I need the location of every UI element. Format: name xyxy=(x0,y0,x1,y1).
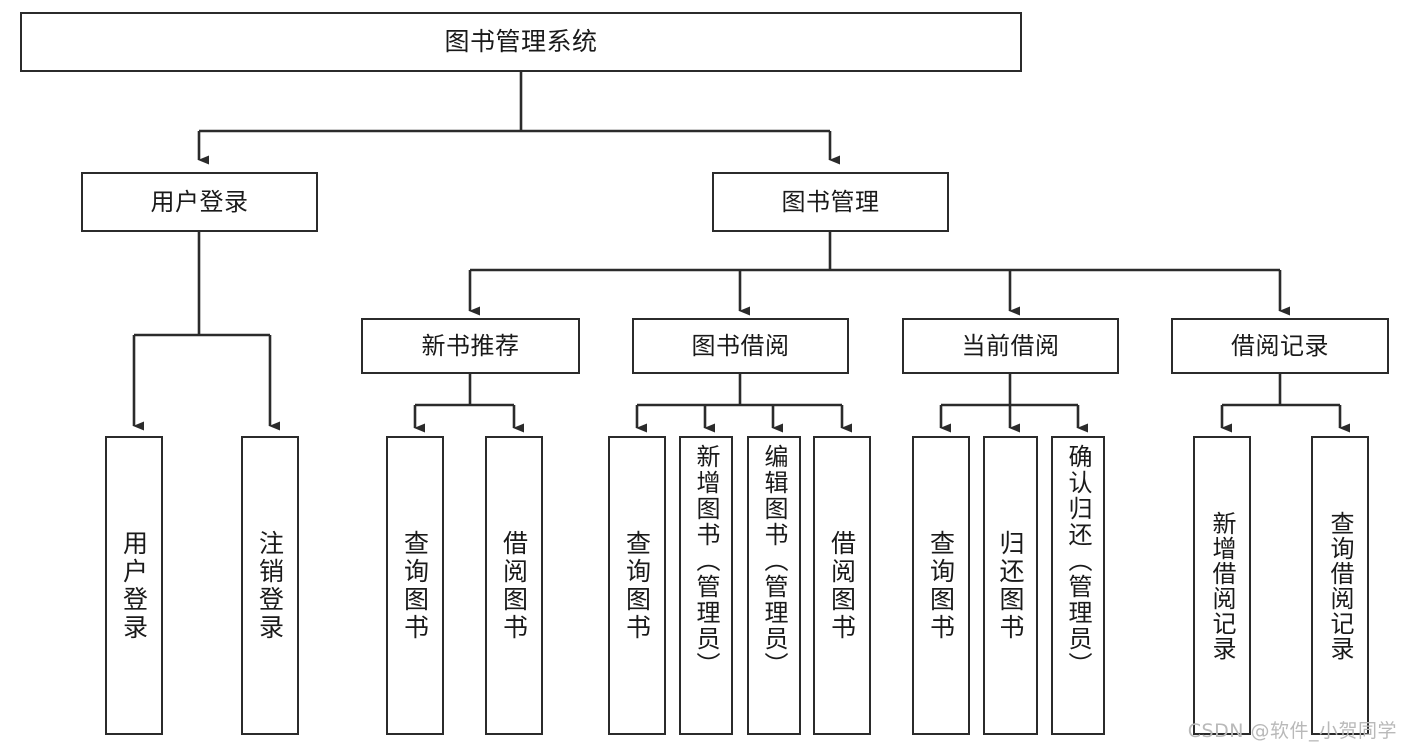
leaf-edit-book-admin[interactable]: 编辑图书（管理员） xyxy=(747,436,801,735)
leaf-confirm-return-admin[interactable]: 确认归还（管理员） xyxy=(1051,436,1105,735)
node-label: 查询图书 xyxy=(622,529,652,642)
node-borrow-record[interactable]: 借阅记录 xyxy=(1171,318,1389,374)
leaf-user-login[interactable]: 用户登录 xyxy=(105,436,163,735)
node-label: 查询借阅记录 xyxy=(1326,510,1354,661)
node-label: 新书推荐 xyxy=(421,331,520,360)
node-label: 查询图书 xyxy=(400,529,430,642)
node-label: 当前借阅 xyxy=(961,331,1060,360)
node-book-borrow[interactable]: 图书借阅 xyxy=(632,318,849,374)
watermark-text: CSDN @软件_小贺同学 xyxy=(1187,720,1397,742)
node-label: 图书借阅 xyxy=(691,331,790,360)
node-root-book-management-system[interactable]: 图书管理系统 xyxy=(20,12,1022,72)
node-label: 新增图书（管理员） xyxy=(692,444,720,678)
node-label: 借阅图书 xyxy=(827,529,857,642)
node-label: 查询图书 xyxy=(926,529,956,642)
leaf-logout-login[interactable]: 注销登录 xyxy=(241,436,299,735)
node-label: 新增借阅记录 xyxy=(1208,510,1236,661)
leaf-return-book[interactable]: 归还图书 xyxy=(983,436,1038,735)
node-user-login[interactable]: 用户登录 xyxy=(81,172,318,232)
node-label: 借阅记录 xyxy=(1231,331,1329,360)
node-label: 用户登录 xyxy=(150,187,249,216)
leaf-borrow-book-recommend[interactable]: 借阅图书 xyxy=(485,436,543,735)
node-current-borrow[interactable]: 当前借阅 xyxy=(902,318,1119,374)
leaf-query-borrow-record[interactable]: 查询借阅记录 xyxy=(1311,436,1369,735)
leaf-add-book-admin[interactable]: 新增图书（管理员） xyxy=(679,436,733,735)
node-label: 借阅图书 xyxy=(499,529,529,642)
node-label: 注销登录 xyxy=(255,529,285,642)
leaf-query-book-borrow[interactable]: 查询图书 xyxy=(608,436,666,735)
node-new-book-recommend[interactable]: 新书推荐 xyxy=(361,318,580,374)
node-label: 确认归还（管理员） xyxy=(1064,444,1092,678)
node-label: 图书管理系统 xyxy=(444,27,598,57)
leaf-borrow-book-borrow[interactable]: 借阅图书 xyxy=(813,436,871,735)
node-label: 归还图书 xyxy=(996,529,1025,642)
node-book-management[interactable]: 图书管理 xyxy=(712,172,949,232)
node-label: 用户登录 xyxy=(119,529,149,642)
node-label: 图书管理 xyxy=(781,187,880,216)
leaf-query-book-recommend[interactable]: 查询图书 xyxy=(386,436,444,735)
leaf-query-book-current[interactable]: 查询图书 xyxy=(912,436,970,735)
leaf-add-borrow-record[interactable]: 新增借阅记录 xyxy=(1193,436,1251,735)
node-label: 编辑图书（管理员） xyxy=(760,444,788,678)
